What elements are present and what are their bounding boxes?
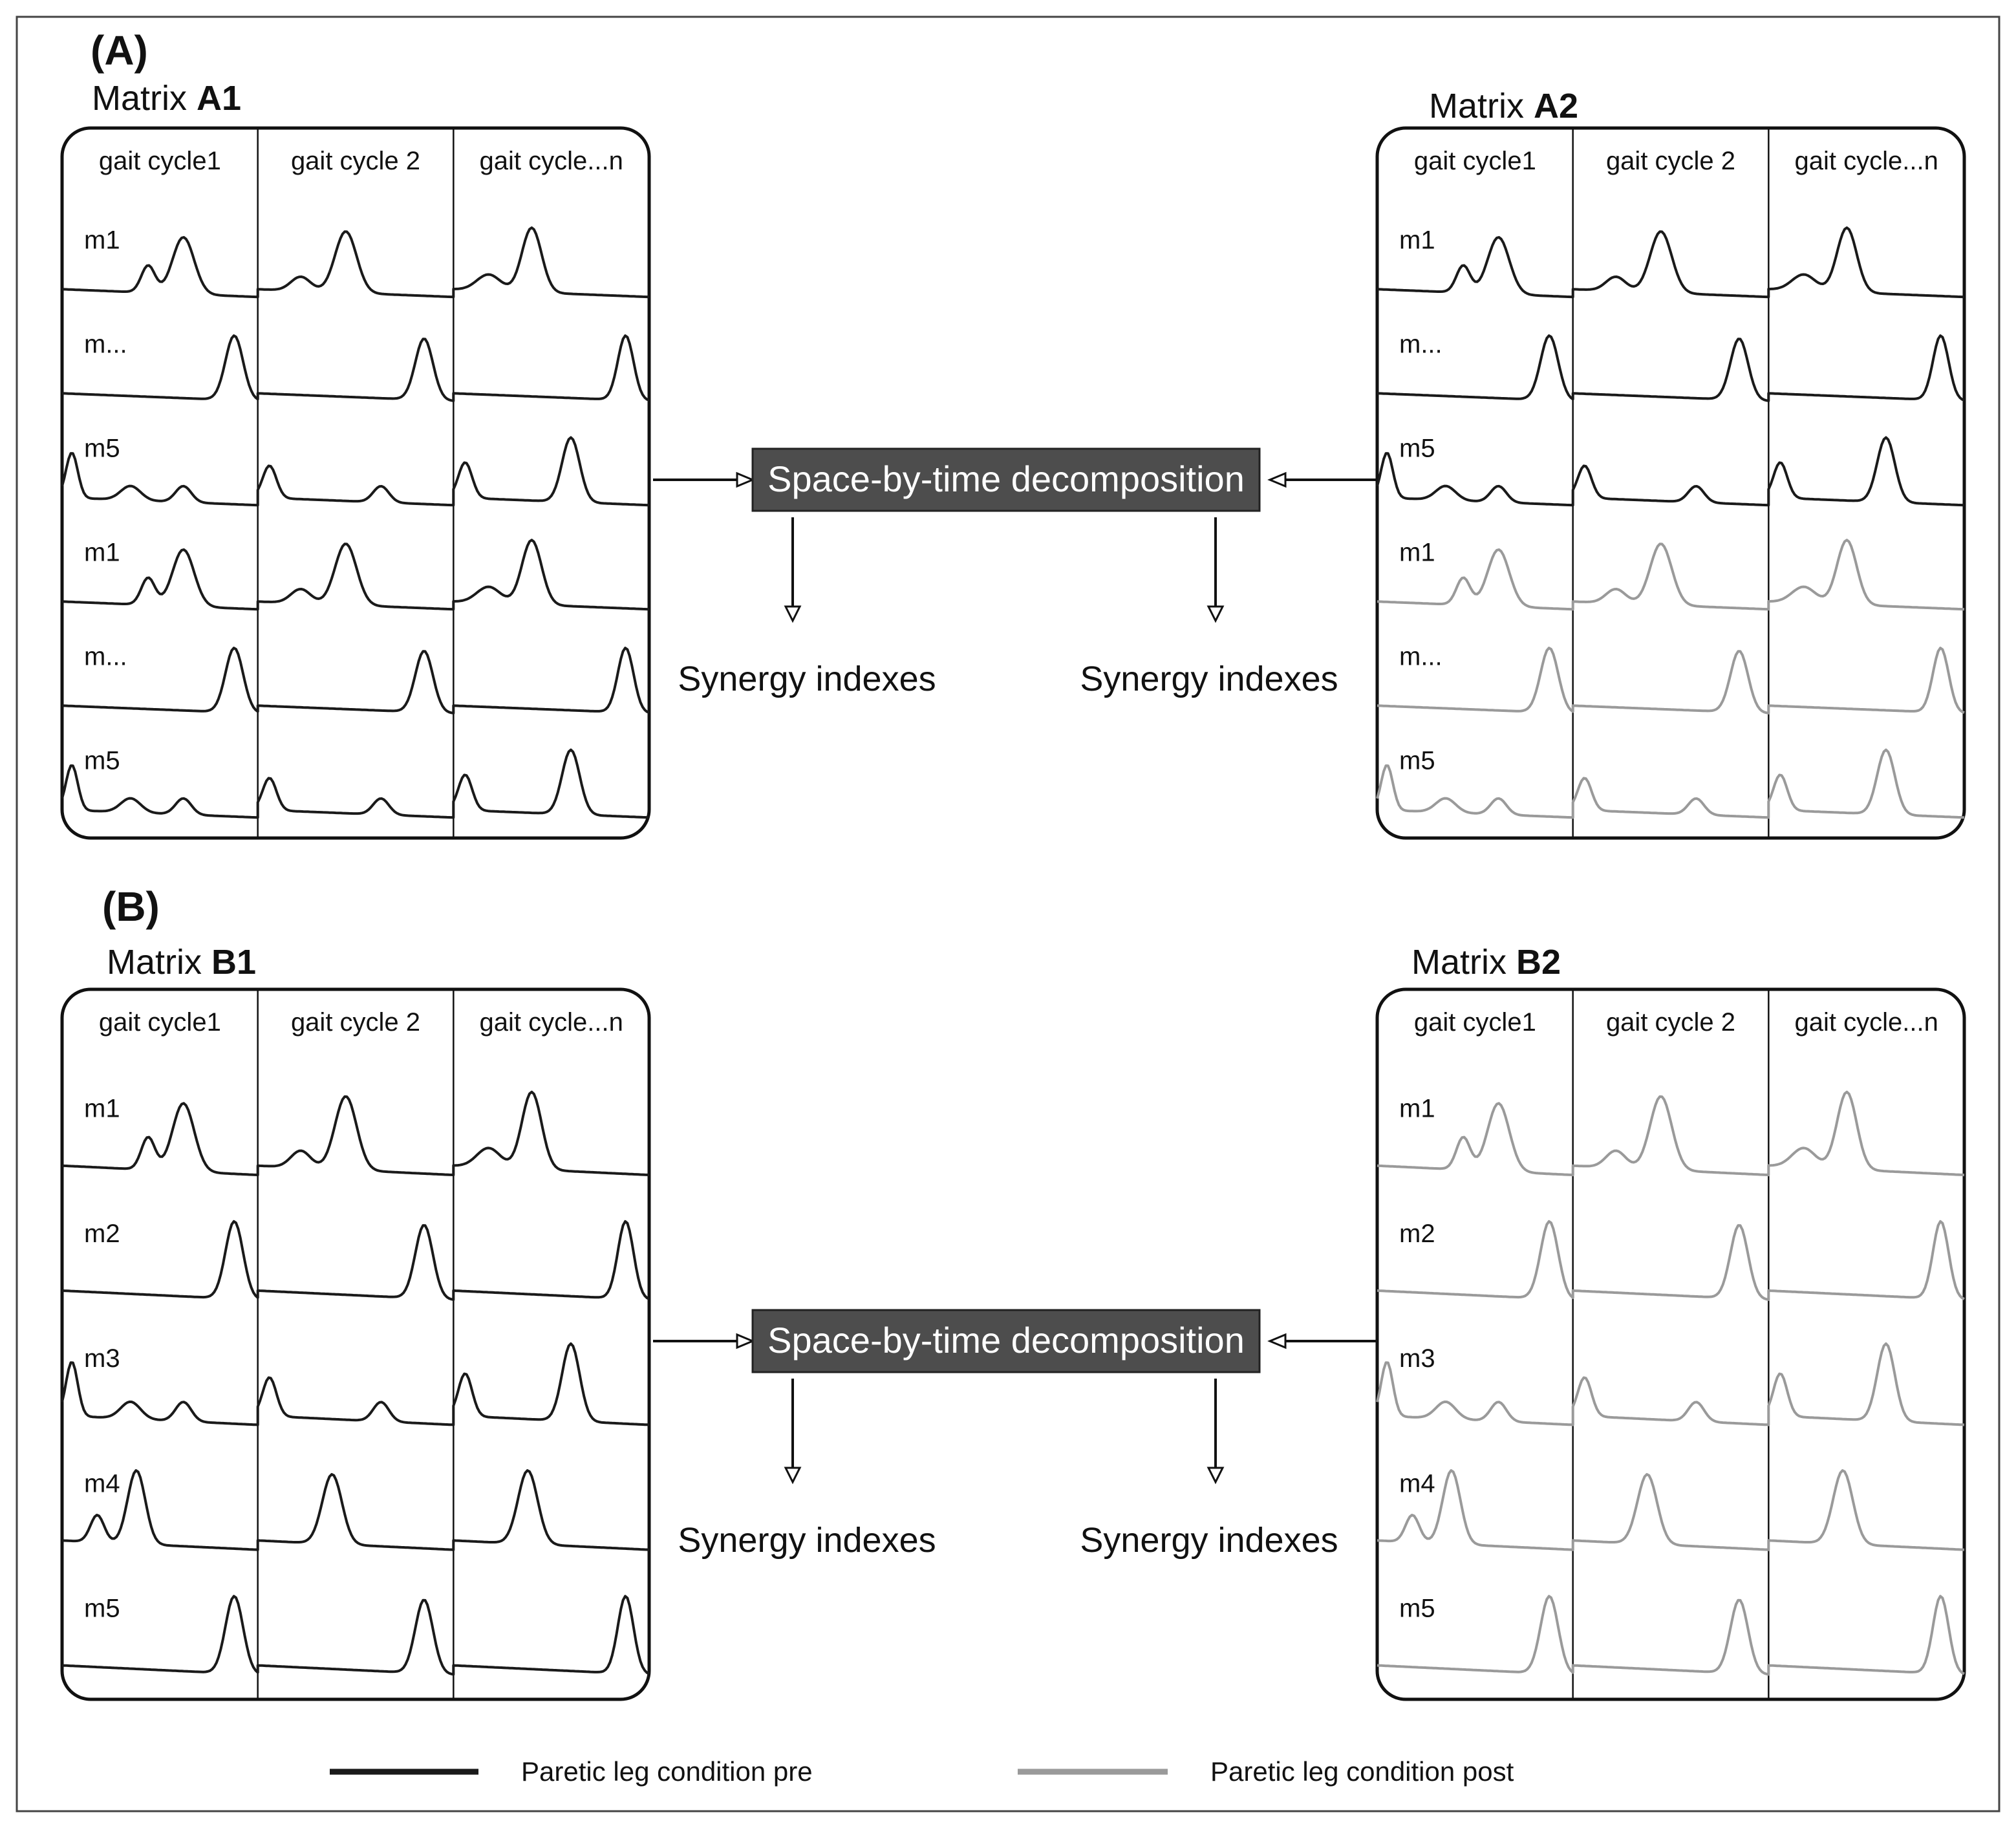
matrix-a1: gait cycle1 gait cycle 2 gait cycle...n m1 m… bbox=[60, 126, 651, 840]
synergy-indexes-right: Synergy indexes bbox=[1080, 660, 1338, 698]
muscle-label: m2 bbox=[84, 1220, 120, 1248]
legend: Paretic leg condition pre Paretic leg co… bbox=[330, 1756, 1514, 1787]
muscle-label: m1 bbox=[84, 539, 120, 567]
arrow-head-right bbox=[1267, 1333, 1287, 1349]
emg-trace-pre bbox=[1377, 226, 1965, 299]
arrow-head-left bbox=[736, 471, 755, 488]
matrix-title: Matrix B2 bbox=[1411, 943, 1561, 982]
muscle-label: m5 bbox=[1399, 1594, 1435, 1622]
emg-trace-post bbox=[1376, 748, 1965, 819]
emg-trace-pre bbox=[61, 647, 650, 715]
emg-trace-post bbox=[1377, 647, 1965, 715]
emg-trace-post bbox=[1377, 1220, 1965, 1301]
emg-trace-pre bbox=[61, 748, 650, 819]
column-header: gait cycle...n bbox=[480, 147, 623, 175]
emg-trace-pre bbox=[61, 1595, 650, 1676]
muscle-label: m1 bbox=[84, 1095, 120, 1123]
column-header: gait cycle 2 bbox=[291, 147, 420, 175]
muscle-label: m5 bbox=[84, 747, 120, 775]
muscle-label: m2 bbox=[1399, 1220, 1435, 1248]
muscle-label: m... bbox=[1399, 643, 1442, 671]
emg-trace-post bbox=[1377, 539, 1965, 611]
down-arrow-head-right bbox=[1206, 1467, 1225, 1485]
column-header: gait cycle1 bbox=[99, 1008, 221, 1037]
column-header: gait cycle 2 bbox=[291, 1008, 420, 1037]
down-arrow-head-left bbox=[784, 1467, 802, 1485]
emg-trace-pre bbox=[61, 226, 650, 299]
muscle-label: m1 bbox=[1399, 539, 1435, 567]
panel-letter: (A) bbox=[91, 27, 148, 74]
emg-trace-post bbox=[1376, 1342, 1965, 1426]
decomposition-label: Space-by-time decomposition bbox=[767, 1320, 1245, 1360]
synergy-indexes-left: Synergy indexes bbox=[678, 660, 936, 698]
muscle-label: m4 bbox=[84, 1469, 120, 1498]
emg-trace-pre bbox=[61, 1342, 650, 1426]
matrix-frame bbox=[60, 987, 651, 1701]
matrix-b2: gait cycle1 gait cycle 2 gait cycle...n m1 m… bbox=[1375, 987, 1966, 1701]
matrix-frame bbox=[60, 126, 651, 840]
matrix-title: Matrix A1 bbox=[92, 79, 241, 118]
muscle-label: m3 bbox=[1399, 1344, 1435, 1373]
matrix-title: Matrix B1 bbox=[107, 943, 256, 982]
panel-letter: (B) bbox=[102, 883, 160, 930]
emg-trace-pre bbox=[61, 1220, 650, 1301]
column-header: gait cycle...n bbox=[1795, 147, 1938, 175]
column-header: gait cycle...n bbox=[480, 1008, 623, 1037]
muscle-label: m4 bbox=[1399, 1469, 1435, 1498]
muscle-label: m... bbox=[84, 643, 127, 671]
decomposition-label: Space-by-time decomposition bbox=[767, 458, 1245, 499]
matrix-frame bbox=[1375, 126, 1966, 840]
column-header: gait cycle 2 bbox=[1606, 147, 1735, 175]
emg-trace-pre bbox=[1377, 334, 1965, 402]
muscle-label: m5 bbox=[84, 1594, 120, 1622]
emg-trace-pre bbox=[61, 334, 650, 402]
muscle-label: m5 bbox=[84, 435, 120, 463]
legend-label-pre: Paretic leg condition pre bbox=[521, 1756, 813, 1787]
column-header: gait cycle...n bbox=[1795, 1008, 1938, 1037]
column-header: gait cycle1 bbox=[99, 147, 221, 175]
decomposition-box bbox=[751, 447, 1261, 512]
decomposition-box bbox=[751, 1309, 1261, 1373]
emg-trace-pre bbox=[61, 539, 650, 611]
column-header: gait cycle1 bbox=[1414, 147, 1536, 175]
muscle-label: m5 bbox=[1399, 435, 1435, 463]
matrix-title: Matrix A2 bbox=[1429, 87, 1578, 125]
muscle-label: m1 bbox=[1399, 1095, 1435, 1123]
muscle-label: m1 bbox=[1399, 226, 1435, 255]
matrix-b1: gait cycle1 gait cycle 2 gait cycle...n m1 m… bbox=[60, 987, 651, 1701]
synergy-indexes-right: Synergy indexes bbox=[1080, 1521, 1338, 1560]
matrix-frame bbox=[1375, 987, 1966, 1701]
down-arrow-head-right bbox=[1206, 605, 1225, 623]
legend-label-post: Paretic leg condition post bbox=[1210, 1756, 1514, 1787]
down-arrow-head-left bbox=[784, 605, 802, 623]
emg-trace-post bbox=[1377, 1090, 1965, 1177]
column-header: gait cycle 2 bbox=[1606, 1008, 1735, 1037]
muscle-label: m5 bbox=[1399, 747, 1435, 775]
muscle-label: m... bbox=[84, 330, 127, 359]
muscle-label: m1 bbox=[84, 226, 120, 255]
muscle-label: m3 bbox=[84, 1344, 120, 1373]
emg-trace-pre bbox=[61, 436, 650, 507]
muscle-label: m... bbox=[1399, 330, 1442, 359]
emg-trace-post bbox=[1377, 1595, 1965, 1676]
arrow-head-right bbox=[1267, 471, 1287, 488]
emg-trace-pre bbox=[61, 1469, 650, 1551]
column-header: gait cycle1 bbox=[1414, 1008, 1536, 1037]
synergy-indexes-left: Synergy indexes bbox=[678, 1521, 936, 1560]
emg-trace-post bbox=[1377, 1469, 1965, 1551]
arrow-head-left bbox=[736, 1333, 755, 1349]
emg-trace-pre bbox=[61, 1090, 650, 1177]
emg-trace-pre bbox=[1376, 436, 1965, 507]
matrix-a2: gait cycle1 gait cycle 2 gait cycle...n m1 m… bbox=[1375, 126, 1966, 840]
